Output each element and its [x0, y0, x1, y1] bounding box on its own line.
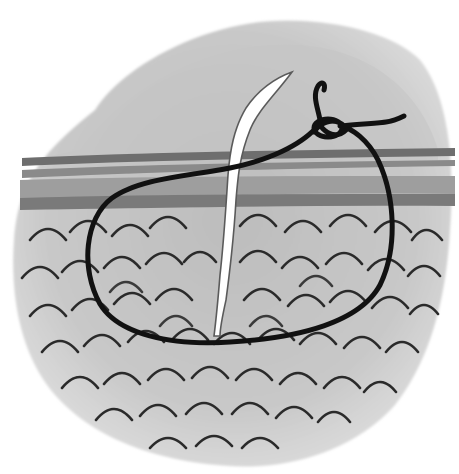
suture-diagram: [0, 0, 459, 474]
diagram-svg: [0, 0, 459, 474]
